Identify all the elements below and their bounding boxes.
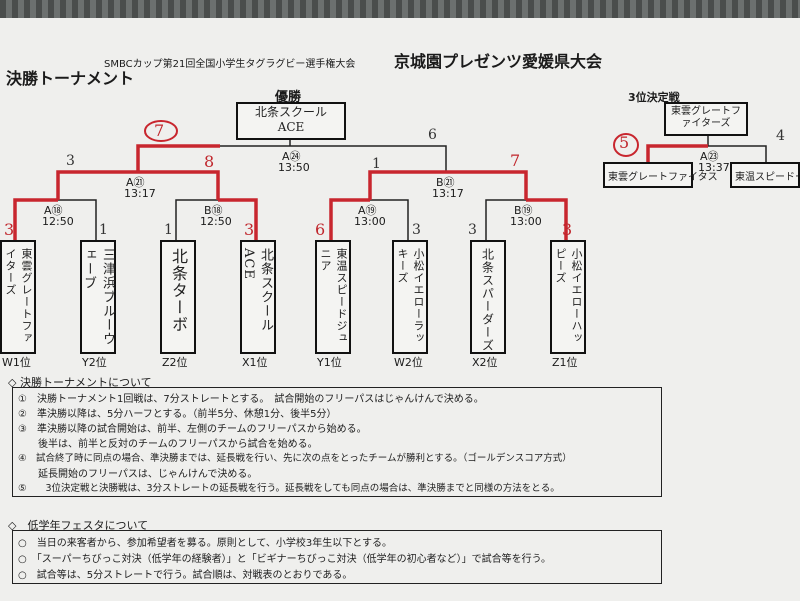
qf3-match-code: A⑲ [358, 204, 377, 217]
qf2-time: 12:50 [200, 215, 232, 228]
rule-item: 延長開始のフリーパスは、じゃんけんで決める。 [18, 469, 258, 480]
team-score: 3 [562, 220, 573, 239]
final-time: 13:50 [278, 161, 310, 174]
team-score: 1 [99, 222, 108, 238]
rule-item: ① 決勝トーナメント1回戦は、7分ストレートとする。 試合開始のフリーパスはじゃ… [18, 394, 484, 405]
final-match-code: A㉔ [282, 150, 301, 163]
semi-a-score-left: 3 [66, 153, 75, 169]
team-score: 3 [244, 220, 255, 239]
third-place-team-right: 東温スピードー [730, 162, 800, 188]
team-box: 北条ターボ [160, 240, 196, 354]
third-place-score-left: 5 [619, 133, 630, 152]
qf1-time: 12:50 [42, 215, 74, 228]
third-place-team-left-name: 東雲グレートファイタス [608, 172, 718, 183]
team-name: 北条スクールACE [241, 248, 273, 332]
rule-item: ⑤ 3位決定戦と決勝戦は、3分ストレートの延長戦を行う。延長戦をしても同点の場合… [18, 483, 560, 494]
team-box: 東温スピードジュニア [315, 240, 351, 354]
champion-box: 北条スクール ACE [236, 102, 346, 140]
team-score: 1 [164, 222, 173, 238]
third-place-team-left: 東雲グレートファイタス [603, 162, 718, 188]
tournament-title: 京城園プレゼンツ愛媛県大会 [394, 52, 603, 71]
team-score: 6 [315, 220, 326, 239]
team-name: 小松イエローハッピーズ [554, 248, 583, 344]
team-name: 北条スパーダーズ [480, 248, 495, 352]
semi-a-match-code: A㉑ [126, 176, 145, 189]
festa-item: ○ 試合等は、5分ストレートで行う。試合順は、対戦表のとおりである。 [18, 570, 353, 581]
rule-item: ② 準決勝以降は、5分ハーフとする。（前半5分、休憩1分、後半5分） [18, 409, 337, 420]
qf4-time: 13:00 [510, 215, 542, 228]
third-place-team-right-name: 東温スピードー [735, 172, 800, 183]
team-seed: W1位 [2, 356, 31, 369]
background-fence [0, 0, 800, 18]
semi-b-match-code: B㉑ [436, 176, 455, 189]
third-place-time: 13:37 [698, 161, 730, 174]
festa-item: ○ 「スーパーちびっこ対決（低学年の経験者）」と「ビギナーちびっこ対決（低学年の… [18, 554, 552, 565]
semi-b-time: 13:17 [432, 187, 464, 200]
team-seed: Z1位 [552, 356, 578, 369]
festa-item: ○ 当日の来客者から、参加希望者を募る。原則として、小学校3年生以下とする。 [18, 538, 392, 549]
team-box: 東雲グレートファイターズ [0, 240, 36, 354]
final-score-left: 7 [154, 121, 165, 140]
team-box: 三津浜ブルーウェーブ [80, 240, 116, 354]
team-seed: Z2位 [162, 356, 188, 369]
tournament-subtitle: SMBCカップ第21回全国小学生タグラグビー選手権大会 [104, 59, 356, 70]
third-place-winner-box: 東雲グレートファイターズ [664, 102, 748, 136]
team-name: 北条ターボ [169, 248, 188, 333]
team-name: 三津浜ブルーウェーブ [81, 248, 115, 346]
rules-box [12, 387, 662, 497]
semi-b-score-right: 7 [510, 151, 521, 170]
team-score: 3 [4, 220, 15, 239]
team-seed: Y1位 [317, 356, 342, 369]
third-place-winner-name: 東雲グレートファイターズ [671, 106, 741, 129]
team-seed: W2位 [394, 356, 423, 369]
team-box: 北条スクールACE [240, 240, 276, 354]
team-name: 東温スピードジュニア [319, 248, 348, 344]
semi-a-score-right: 8 [204, 152, 215, 171]
team-box: 小松イエローハッピーズ [550, 240, 586, 354]
rule-item: ④ 試合終了時に同点の場合、準決勝までは、延長戦を行い、先に次の点をとったチーム… [18, 453, 572, 464]
festa-heading: ◇ 低学年フェスタについて [8, 519, 149, 532]
qf4-match-code: B⑲ [514, 204, 533, 217]
section-title: 決勝トーナメント [6, 69, 135, 88]
team-seed: X1位 [242, 356, 268, 369]
qf2-match-code: B⑱ [204, 204, 223, 217]
team-score: 3 [412, 222, 421, 238]
team-seed: X2位 [472, 356, 498, 369]
rules-heading: ◇ 決勝トーナメントについて [8, 376, 152, 389]
third-place-heading: 3位決定戦 [628, 91, 680, 104]
champion-heading: 優勝 [275, 90, 302, 105]
semi-b-score-left: 1 [372, 156, 381, 172]
semi-a-time: 13:17 [124, 187, 156, 200]
third-place-score-right: 4 [776, 128, 785, 144]
team-box: 小松イエローラッキーズ [392, 240, 428, 354]
rule-item: ③ 準決勝以降の試合開始は、前半、左側のチームのフリーパスから始める。 [18, 424, 367, 435]
qf3-time: 13:00 [354, 215, 386, 228]
team-score: 3 [468, 222, 477, 238]
team-name: 東雲グレートファイターズ [4, 248, 33, 344]
rule-item: 後半は、前半と反対のチームのフリーパスから試合を始める。 [18, 439, 318, 450]
team-name: 小松イエローラッキーズ [396, 248, 425, 344]
festa-box [12, 530, 662, 584]
final-score-right: 6 [428, 127, 437, 143]
qf1-match-code: A⑱ [44, 204, 63, 217]
champion-name: 北条スクール ACE [254, 105, 327, 134]
team-box: 北条スパーダーズ [470, 240, 506, 354]
third-place-match-code: A㉓ [700, 150, 719, 163]
team-seed: Y2位 [82, 356, 107, 369]
